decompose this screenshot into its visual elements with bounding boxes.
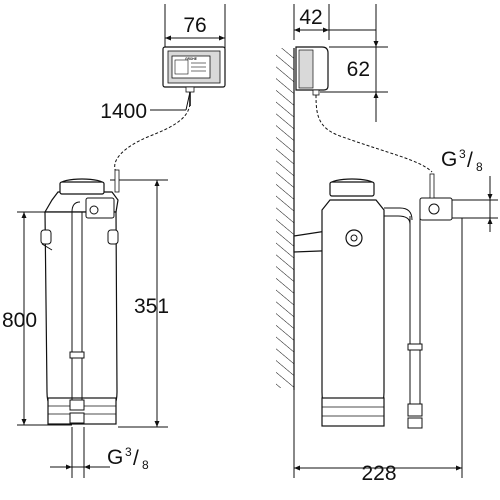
dim-top-left-width: 76 bbox=[183, 14, 206, 37]
dim-right-depth: 228 bbox=[361, 462, 396, 485]
controller-front bbox=[162, 46, 226, 106]
thread-slash: / bbox=[467, 149, 473, 172]
thread-denominator: 8 bbox=[476, 160, 483, 174]
dim-center-height: 351 bbox=[134, 295, 169, 318]
wall bbox=[276, 48, 295, 390]
thread-numerator: 3 bbox=[125, 445, 132, 459]
thread-numerator: 3 bbox=[459, 147, 466, 161]
dim-left-height: 800 bbox=[2, 309, 37, 332]
dim-top-right-height: 62 bbox=[347, 58, 370, 81]
thread-denominator: 8 bbox=[142, 458, 149, 472]
filter-front-view bbox=[40, 169, 120, 425]
controller-brand: GROHE bbox=[185, 57, 197, 61]
thread-slash: / bbox=[133, 447, 139, 470]
dim-cable-length: 1400 bbox=[100, 100, 147, 123]
thread-label-bottom-left: G 3 / 8 bbox=[107, 445, 149, 472]
filter-side-view bbox=[293, 173, 453, 429]
thread-base: G bbox=[441, 148, 457, 171]
thread-label-top-right: G 3 / 8 bbox=[441, 147, 483, 174]
dimension-lines bbox=[17, 4, 498, 478]
dim-top-right-width: 42 bbox=[299, 6, 322, 29]
dimension-arrowheads bbox=[21, 27, 493, 471]
thread-base: G bbox=[107, 446, 123, 469]
cables bbox=[114, 94, 433, 173]
controller-side bbox=[295, 46, 329, 96]
